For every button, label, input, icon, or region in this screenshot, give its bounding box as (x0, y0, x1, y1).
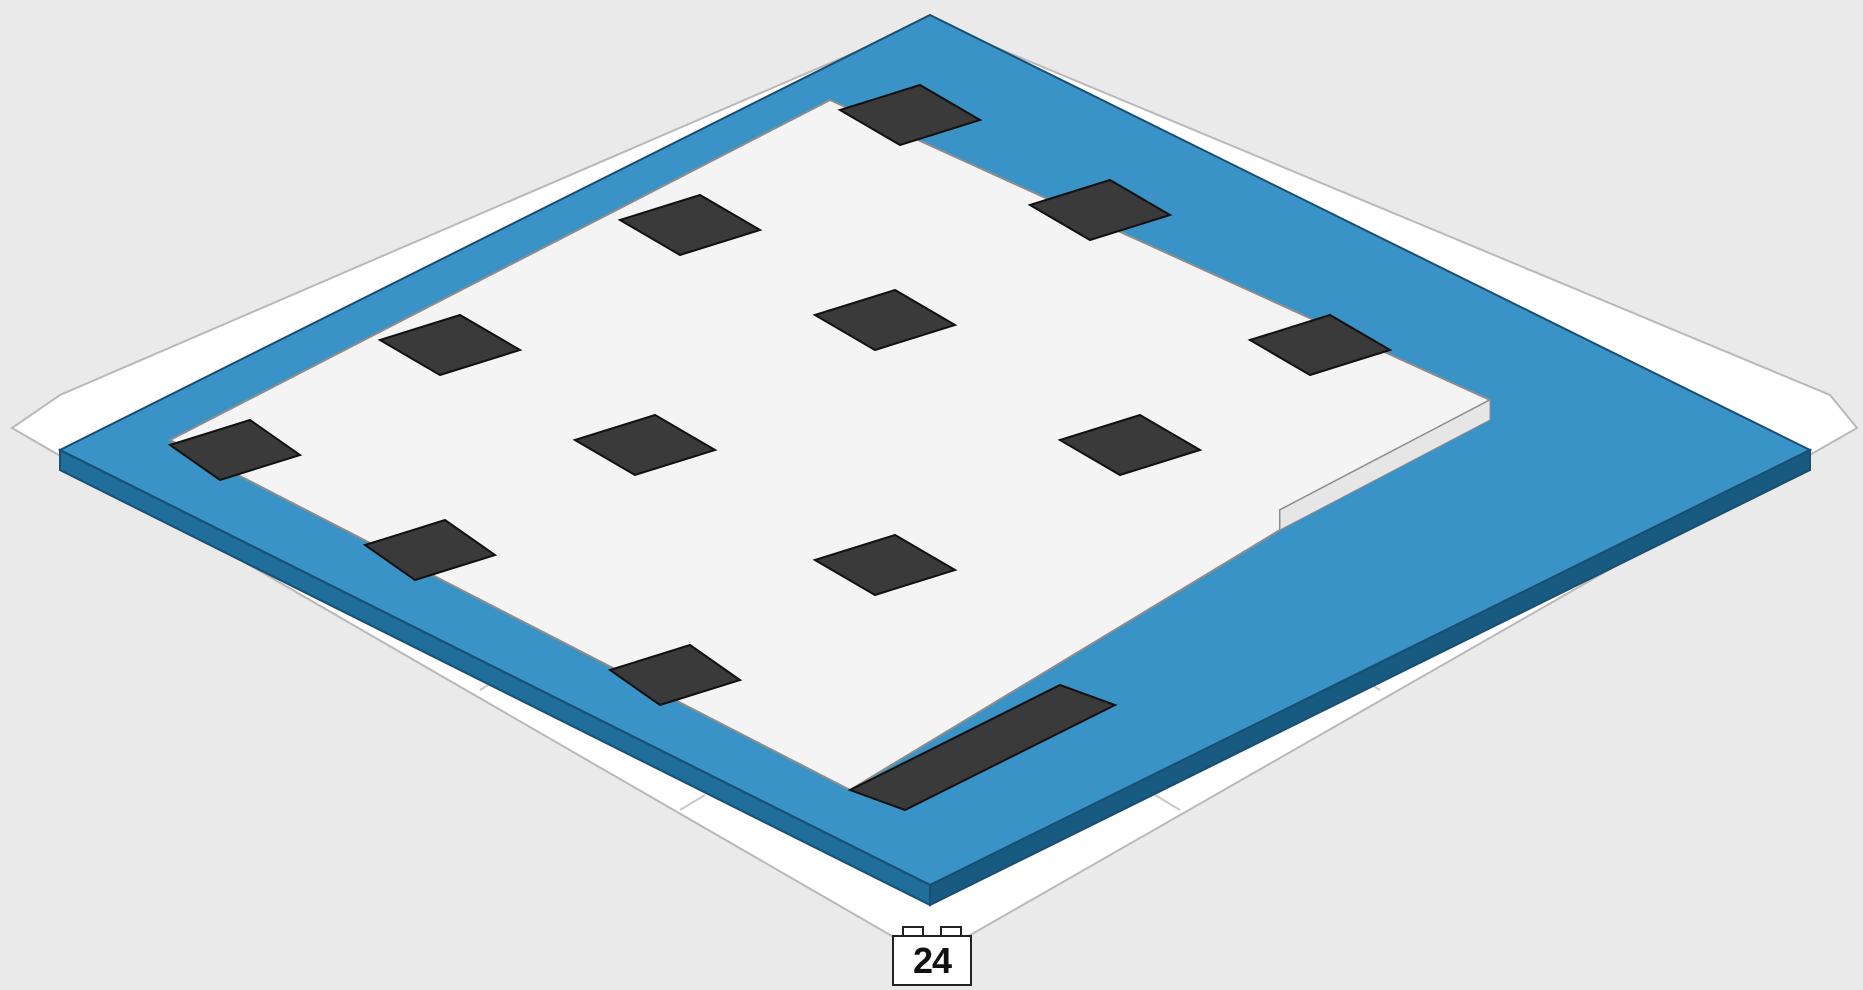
step-number-badge: 24 (892, 926, 972, 986)
step-number: 24 (892, 935, 972, 986)
